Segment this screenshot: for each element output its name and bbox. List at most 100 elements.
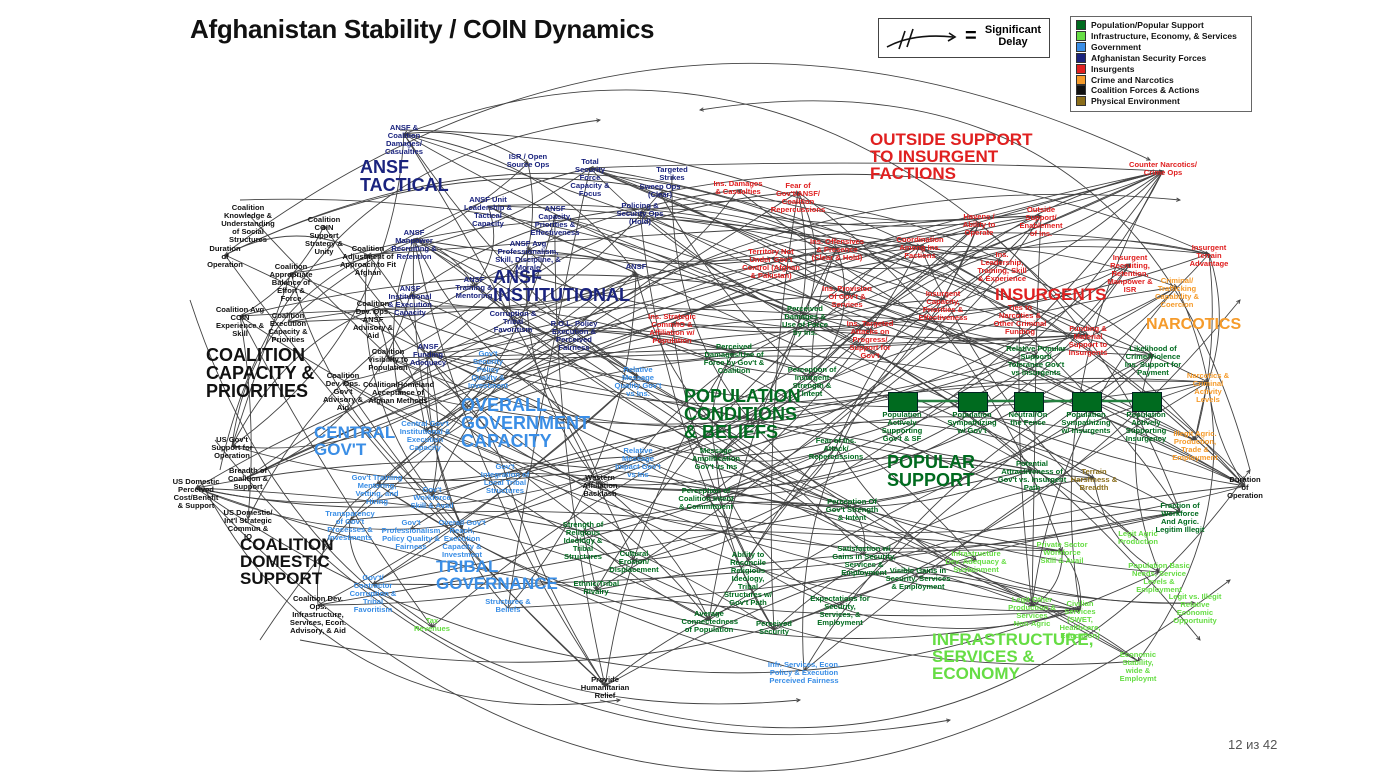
causal-link xyxy=(599,263,1131,492)
causal-link xyxy=(599,421,1181,513)
node-expectations: Expectations for Security, Services, & E… xyxy=(810,594,870,627)
legend-item: Physical Environment xyxy=(1076,96,1180,107)
causal-link xyxy=(413,238,514,321)
causal-link xyxy=(189,299,801,705)
node-outside-support: Outside Support/ Enablement of Ins. xyxy=(1019,205,1063,238)
causal-link-arrowhead xyxy=(365,253,370,259)
node-central-govt-inst: Central Gov't Institutional & Execution … xyxy=(399,419,451,452)
causal-link xyxy=(705,222,980,498)
node-ties-to-narcotics: Ties to Narcotics & Other Criminal Fundi… xyxy=(993,303,1047,336)
legend-swatch xyxy=(1076,74,1086,85)
causal-link-arrowhead xyxy=(946,718,952,723)
causal-link xyxy=(512,319,865,556)
node-private-sector: Private Sector Workforce Skill & Avail xyxy=(1036,540,1088,565)
node-western-affiliation: Western Affiliation Backlash xyxy=(582,473,618,498)
causal-link-arrowhead xyxy=(1058,548,1064,554)
causal-link xyxy=(1018,313,1033,607)
legend-item: Coalition Forces & Actions xyxy=(1076,85,1199,96)
causal-link xyxy=(461,528,710,621)
causal-link xyxy=(599,253,1210,491)
causal-link xyxy=(199,479,621,706)
node-duration-ops-left: Duration of Operation xyxy=(207,244,243,269)
causal-link-arrowhead xyxy=(512,319,518,324)
node-ansf-manpower: ANSF Manpower Recruiting & Retention xyxy=(391,228,437,261)
node-sweep-ops: Sweep Ops (Clear) xyxy=(639,182,681,199)
legend-swatch xyxy=(1076,20,1086,30)
causal-link xyxy=(554,214,1246,487)
causal-link xyxy=(803,354,1154,672)
causal-link xyxy=(487,334,1089,361)
causal-link-arrowhead xyxy=(1225,579,1231,584)
causal-link xyxy=(372,511,1181,585)
popular-support-stock xyxy=(888,392,918,412)
node-govt-professionalism: Gov't Professionalism Policy Quality & F… xyxy=(381,518,441,551)
causal-link-arrowhead xyxy=(629,556,635,561)
delay-label: Significant Delay xyxy=(984,24,1042,48)
causal-link-arrowhead xyxy=(1030,602,1035,608)
causal-link xyxy=(195,460,1139,662)
node-fraction-workforce: Fraction of Workforce And Agric. Legitim… xyxy=(1155,501,1205,534)
causal-link-arrowhead xyxy=(1090,475,1096,480)
causal-link xyxy=(219,119,601,471)
causal-link xyxy=(376,483,775,631)
node-coalition-knowledge: Coalition Knowledge & Understanding of S… xyxy=(221,203,275,244)
causal-link xyxy=(412,238,463,530)
node-govt-integration: Gov't Integration of Local Tribal Struct… xyxy=(480,462,530,495)
causal-link-arrowhead xyxy=(320,225,325,231)
causal-link xyxy=(507,272,637,609)
legend-label: Physical Environment xyxy=(1091,96,1180,107)
causal-link xyxy=(399,129,1246,481)
causal-link-arrowhead xyxy=(1236,299,1241,304)
page-title: Afghanistan Stability / COIN Dynamics xyxy=(190,14,655,44)
causal-link xyxy=(397,390,1081,611)
node-territory-not-under: Territory Not Under Gov't Control (Afgha… xyxy=(742,247,800,280)
node-ansf-separate: ANSF xyxy=(625,262,647,271)
causal-link xyxy=(705,456,1033,498)
causal-link xyxy=(715,456,775,631)
node-legit-vs-illegit: Legit vs. Illegit Relative Economic Oppo… xyxy=(1168,592,1222,625)
causal-link xyxy=(504,472,977,561)
node-relative-message-quality: Relative Message Quality Gov't vs Ins. xyxy=(614,365,662,398)
causal-link xyxy=(397,191,799,392)
causal-link xyxy=(839,354,1154,606)
popular-support-stock xyxy=(958,392,988,412)
causal-link xyxy=(527,189,739,251)
node-govt-workforce: Gov't Workforce Skill & Avail xyxy=(410,485,454,510)
causal-link xyxy=(367,215,1042,256)
causal-link xyxy=(367,254,439,497)
causal-link xyxy=(403,89,980,224)
node-perception-insurgent: Perception of Insurgent Strength & Inten… xyxy=(787,365,837,398)
legend-label: Crime and Narcotics xyxy=(1091,74,1174,85)
node-perceived-damages-govt: Perceived Damages/Use of Force by Gov't … xyxy=(703,342,765,375)
node-structures-beliefs: Structures & Beliefs xyxy=(485,597,531,614)
causal-link xyxy=(410,456,639,530)
causal-link-arrowhead xyxy=(572,328,578,333)
causal-link-arrowhead xyxy=(1196,636,1201,641)
legend-item: Crime and Narcotics xyxy=(1076,74,1174,85)
causal-link xyxy=(376,232,1210,485)
node-havens: Havens / Ability to Operate xyxy=(962,212,996,237)
causal-link xyxy=(316,483,378,606)
causal-link xyxy=(290,272,433,497)
node-insurgent-terrain: Insurgent Terrain Advantage xyxy=(1189,243,1229,268)
causal-link xyxy=(589,167,1154,356)
node-us-domestic-intl: US Domestic/ Int'l Strategic Commun & IO xyxy=(223,508,273,541)
causal-link xyxy=(573,329,813,377)
causal-link xyxy=(473,285,735,362)
causal-link xyxy=(209,499,1231,772)
node-perception-govt-strength: Perception Of Gov't Strength & Intent xyxy=(825,497,879,522)
causal-link xyxy=(582,529,1063,552)
causal-link-arrowhead xyxy=(833,247,838,253)
section-heading-outside-support: OUTSIDE SUPPORT TO INSURGENT FACTIONS xyxy=(870,130,1033,183)
node-message-amplification: Message Amplification Gov't vs Ins xyxy=(691,446,741,471)
causal-link xyxy=(637,456,1033,508)
causal-link xyxy=(224,254,606,687)
causal-link xyxy=(711,352,735,458)
popular-support-stock-label: Population Sympathizing w/ Gov't xyxy=(947,410,997,435)
page-indicator: 12 из 42 xyxy=(1228,737,1278,752)
node-ansf-funding: ANSF Funding Adequacy xyxy=(409,342,447,367)
causal-link xyxy=(473,285,919,578)
causal-link xyxy=(231,285,475,447)
causal-link-arrowhead xyxy=(634,375,639,380)
section-heading-coalition-domestic: COALITION DOMESTIC SUPPORT xyxy=(240,535,334,588)
